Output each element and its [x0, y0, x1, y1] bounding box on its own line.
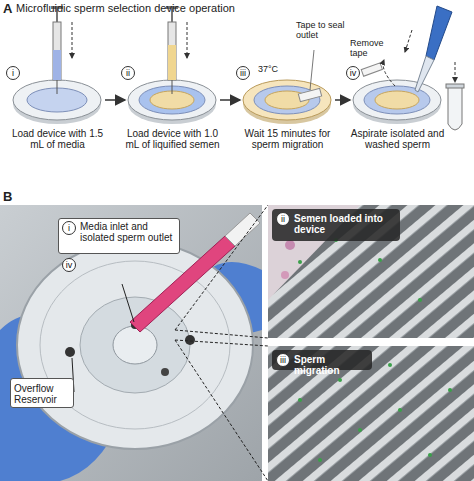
step-number: iv	[346, 66, 360, 80]
annotation-label: A	[3, 1, 12, 16]
step-node: iLoad device with 1.5 mL of media	[10, 60, 105, 178]
callout-text: Overflow Reservoir	[14, 383, 72, 405]
annotation-label: 37°C	[258, 64, 278, 74]
step-caption: Load device with 1.0 mL of liquified sem…	[125, 128, 220, 150]
step-node: ivAspirate isolated and washed sperm	[350, 60, 445, 178]
step-caption: Load device with 1.5 mL of media	[10, 128, 105, 150]
step-arrow	[220, 99, 240, 101]
inset-node: iii Sperm migration	[268, 346, 474, 481]
step-number: iii	[236, 66, 250, 80]
callout-number: iv	[62, 258, 76, 272]
inset-semen	[268, 205, 474, 338]
inset-migration	[268, 346, 474, 481]
inset-number: iii	[276, 353, 290, 367]
callout-node: i Media inlet and isolated sperm outlet iv	[58, 218, 180, 284]
callout-number: i	[62, 221, 76, 235]
step-caption: Wait 15 minutes for sperm migration	[240, 128, 335, 150]
step-caption: Aspirate isolated and washed sperm	[350, 128, 445, 150]
panel-title: Microfluidic sperm selection device oper…	[16, 2, 235, 15]
step-node: iiiWait 15 minutes for sperm migration	[240, 60, 335, 178]
callout-text: Media inlet and isolated sperm outlet	[80, 221, 176, 243]
plain-node: Overflow Reservoir	[10, 378, 74, 408]
inset-node: ii Semen loaded into device	[268, 205, 474, 338]
device-photo	[0, 205, 268, 481]
inset-number: ii	[276, 212, 290, 226]
annotation-label: Tape to seal outlet	[296, 20, 348, 40]
step-node: iiLoad device with 1.0 mL of liquified s…	[125, 60, 220, 178]
step-arrow	[105, 99, 125, 101]
annotation-label: B	[3, 189, 12, 204]
step-arrow	[335, 99, 350, 101]
step-number: ii	[121, 66, 135, 80]
step-i-device	[13, 6, 101, 124]
annotation-label: Remove tape	[350, 38, 394, 58]
step-iv-device	[353, 6, 464, 130]
step-number: i	[6, 66, 20, 80]
inset-caption: Sperm migration	[294, 354, 370, 376]
step-ii-device	[128, 6, 216, 124]
step-iii-device	[243, 50, 331, 124]
inset-caption: Semen loaded into device	[294, 213, 396, 235]
